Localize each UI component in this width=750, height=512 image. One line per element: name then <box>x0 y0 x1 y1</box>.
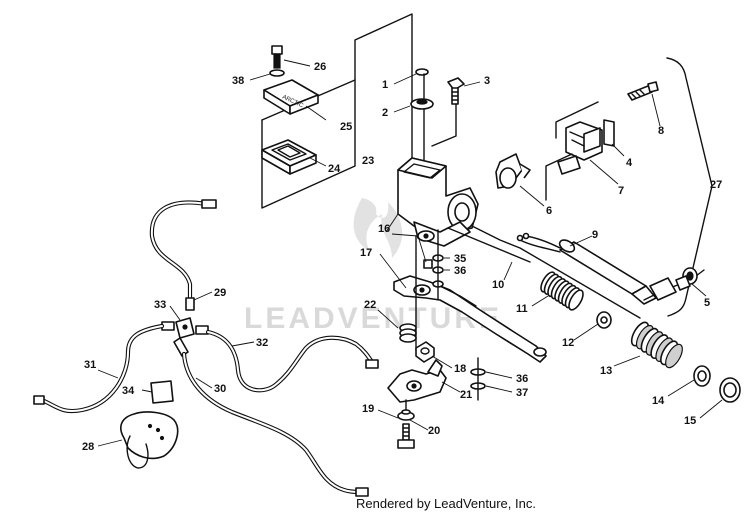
label-19: 19 <box>362 403 374 415</box>
label-18: 18 <box>454 363 466 375</box>
leader-lines <box>97 59 723 447</box>
label-22: 22 <box>364 299 376 311</box>
label-21: 21 <box>460 389 472 401</box>
label-15: 15 <box>684 415 696 427</box>
label-11: 11 <box>516 303 528 315</box>
label-9: 9 <box>592 229 598 241</box>
label-24: 24 <box>328 163 341 175</box>
washer-12 <box>596 311 612 329</box>
label-12: 12 <box>562 337 574 349</box>
label-34: 34 <box>122 385 135 397</box>
boot-2 <box>410 98 434 110</box>
seal-15 <box>719 377 741 403</box>
bracket-27 <box>666 57 713 317</box>
label-35: 35 <box>454 253 466 265</box>
label-33: 33 <box>154 299 166 311</box>
label-17: 17 <box>360 247 372 259</box>
spring-11 <box>540 271 584 311</box>
label-25: 25 <box>340 121 352 133</box>
label-5: 5 <box>704 297 710 309</box>
label-31: 31 <box>84 359 96 371</box>
label-30: 30 <box>214 383 226 395</box>
hose-32 <box>205 329 379 393</box>
connector-5 <box>675 267 698 291</box>
piston-axis <box>471 225 641 319</box>
label-16: 16 <box>378 223 390 235</box>
nut-18 <box>415 341 435 363</box>
bracket-lines <box>545 101 599 201</box>
spring-22 <box>399 323 417 343</box>
washer-1 <box>415 68 429 76</box>
bolt-19 <box>397 399 415 449</box>
label-29: 29 <box>214 287 226 299</box>
tag-34 <box>150 380 174 404</box>
tee-fitting <box>161 317 209 357</box>
label-23: 23 <box>362 155 374 167</box>
hose-31 <box>33 323 165 414</box>
label-3: 3 <box>484 75 490 87</box>
label-27: 27 <box>710 179 722 191</box>
label-10: 10 <box>492 279 504 291</box>
cap-screw <box>269 45 285 77</box>
label-36-upper: 36 <box>454 265 466 277</box>
switch-bracket <box>557 119 615 175</box>
diaphragm <box>261 139 317 175</box>
hose-30 <box>181 351 369 497</box>
guide-lines <box>423 73 457 161</box>
label-32: 32 <box>256 337 268 349</box>
label-37: 37 <box>516 387 528 399</box>
footer-credit: Rendered by LeadVenture, Inc. <box>356 496 536 511</box>
brake-lever <box>393 275 547 363</box>
reservoir-cap: ARCTIC <box>263 79 319 115</box>
clip-6 <box>495 153 531 189</box>
label-20: 20 <box>428 425 440 437</box>
pad-28 <box>120 411 179 469</box>
piston-13 <box>630 321 683 369</box>
label-28: 28 <box>82 441 94 453</box>
bracket-21 <box>387 359 447 403</box>
label-7: 7 <box>618 185 624 197</box>
label-14: 14 <box>652 395 665 407</box>
label-2: 2 <box>382 107 388 119</box>
label-4: 4 <box>626 157 633 169</box>
label-13: 13 <box>600 365 612 377</box>
washers-36-37 <box>470 357 486 401</box>
label-8: 8 <box>658 125 664 137</box>
bolt-8 <box>627 81 659 101</box>
label-26: 26 <box>314 61 326 73</box>
washer-14 <box>693 365 711 387</box>
bolt-3 <box>447 77 465 105</box>
label-6: 6 <box>546 205 552 217</box>
master-cylinder <box>397 157 479 247</box>
label-38: 38 <box>232 75 244 87</box>
label-36-lower: 36 <box>516 373 528 385</box>
label-1: 1 <box>382 79 388 91</box>
hose-29 <box>149 199 217 311</box>
part-labels: 1 2 3 4 5 6 7 8 9 10 11 12 13 14 15 16 1… <box>82 61 722 453</box>
